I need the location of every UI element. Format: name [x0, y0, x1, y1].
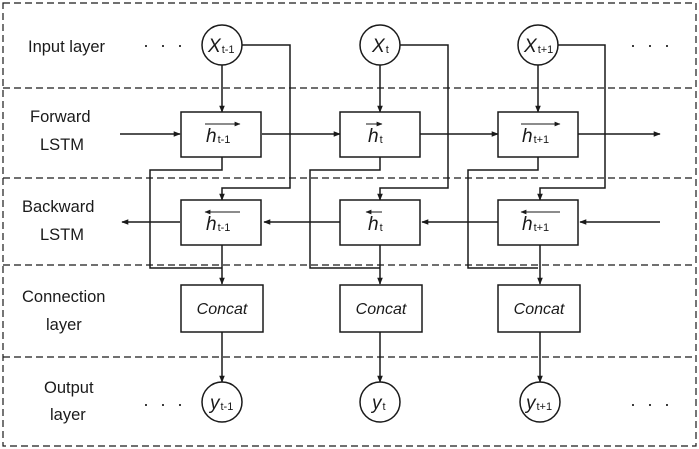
input-to-backward-arrow	[219, 44, 291, 201]
output-node	[519, 381, 561, 423]
backward-lstm-cell	[497, 199, 579, 246]
output-node	[201, 381, 243, 423]
backward-lstm-cell	[339, 199, 421, 246]
output-label-line2: layer	[50, 406, 86, 424]
backward-hidden-label: ht+1	[522, 214, 549, 235]
backward-hidden-label: ht-1	[206, 214, 230, 235]
forward-lstm-cell	[339, 111, 421, 158]
input-node-label: Xt+1	[523, 36, 553, 57]
concat-label: Concat	[356, 301, 407, 318]
forward-to-concat-line	[149, 157, 223, 269]
output-left-ellipsis: · · ·	[143, 394, 186, 414]
input-node	[359, 24, 401, 66]
concat-box	[497, 284, 581, 333]
backward-label-line1: Backward	[22, 198, 94, 216]
concat-box	[180, 284, 264, 333]
output-node	[359, 381, 401, 423]
input-node	[517, 24, 559, 66]
connection-label-line2: layer	[46, 316, 82, 334]
input-layer-label: Input layer	[28, 38, 106, 56]
forward-hidden-label: ht	[368, 126, 383, 147]
input-right-ellipsis: · · ·	[630, 35, 673, 55]
output-label-line1: Output	[44, 379, 94, 397]
input-left-ellipsis: · · ·	[143, 35, 186, 55]
backward-hidden-labels: ht-1 ht ht+1	[204, 209, 560, 235]
nodes	[180, 24, 581, 423]
forward-lstm-cell	[497, 111, 579, 158]
concat-label: Concat	[197, 301, 248, 318]
backward-label-line2: LSTM	[40, 226, 84, 244]
connections	[120, 44, 661, 383]
forward-to-concat-line	[467, 157, 539, 269]
forward-hidden-labels: ht-1 ht ht+1	[205, 121, 561, 147]
input-node-label: Xt-1	[207, 36, 235, 57]
input-to-backward-arrow	[377, 44, 449, 201]
concat-box	[339, 284, 423, 333]
input-to-backward-arrow	[537, 44, 606, 201]
forward-label-line2: LSTM	[40, 136, 84, 154]
backward-lstm-cell	[180, 199, 262, 246]
input-node	[201, 24, 243, 66]
output-node-label: yt-1	[208, 393, 233, 414]
input-node-label: Xt	[371, 36, 389, 57]
forward-to-concat-line	[309, 157, 381, 269]
forward-label-line1: Forward	[30, 108, 91, 126]
forward-hidden-label: ht-1	[206, 126, 230, 147]
output-node-label: yt+1	[524, 393, 552, 414]
output-right-ellipsis: · · ·	[630, 394, 673, 414]
forward-lstm-cell	[180, 111, 262, 158]
concat-label: Concat	[514, 301, 565, 318]
forward-hidden-label: ht+1	[522, 126, 549, 147]
backward-hidden-label: ht	[368, 214, 383, 235]
connection-label-line1: Connection	[22, 288, 105, 306]
output-node-label: yt	[370, 393, 386, 414]
